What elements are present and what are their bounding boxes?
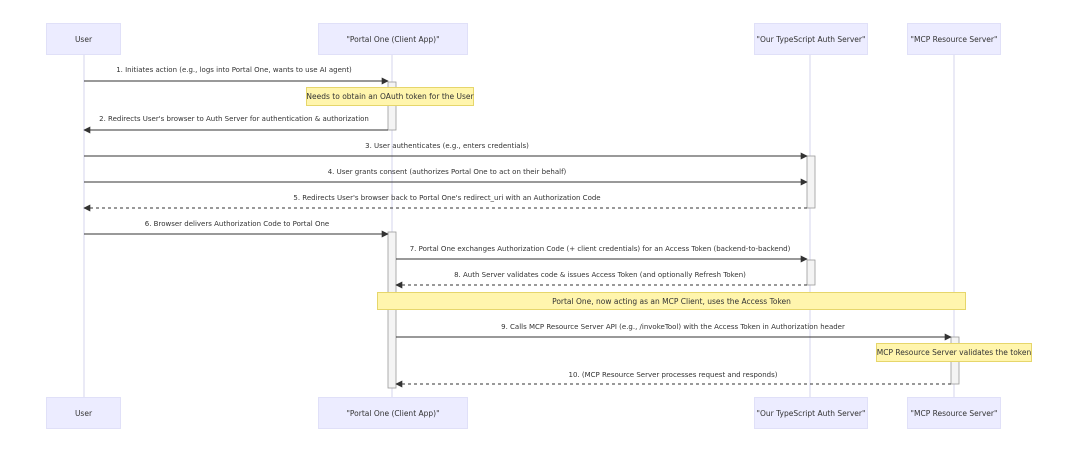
note-validates-token: MCP Resource Server validates the token — [876, 343, 1032, 362]
actor-auth-top: "Our TypeScript Auth Server" — [754, 23, 868, 55]
actor-label: User — [74, 408, 93, 418]
message-label-2: 2. Redirects User's browser to Auth Serv… — [99, 115, 369, 123]
message-label-9: 9. Calls MCP Resource Server API (e.g., … — [501, 323, 845, 331]
actor-mcp-bottom: "MCP Resource Server" — [907, 397, 1001, 429]
message-label-1: 1. Initiates action (e.g., logs into Por… — [116, 66, 352, 74]
message-label-8: 8. Auth Server validates code & issues A… — [454, 271, 746, 279]
actor-user-top: User — [46, 23, 121, 55]
activation-auth-4 — [806, 259, 816, 286]
note-text: MCP Resource Server validates the token — [876, 348, 1032, 357]
note-mcp-client: Portal One, now acting as an MCP Client,… — [377, 292, 966, 310]
note-text: Portal One, now acting as an MCP Client,… — [552, 296, 791, 306]
note-text: Needs to obtain an OAuth token for the U… — [306, 92, 474, 101]
message-label-6: 6. Browser delivers Authorization Code t… — [144, 220, 330, 228]
actor-label: "Our TypeScript Auth Server" — [756, 34, 866, 44]
message-label-5: 5. Redirects User's browser back to Port… — [293, 194, 601, 202]
actor-user-bottom: User — [46, 397, 121, 429]
message-label-7: 7. Portal One exchanges Authorization Co… — [409, 245, 791, 253]
activation-auth-2 — [806, 155, 816, 209]
actor-mcp-top: "MCP Resource Server" — [907, 23, 1001, 55]
actor-label: "MCP Resource Server" — [910, 34, 998, 44]
actor-label: "Our TypeScript Auth Server" — [756, 408, 866, 418]
actor-label: "MCP Resource Server" — [910, 408, 998, 418]
actor-label: User — [74, 34, 93, 44]
message-label-3: 3. User authenticates (e.g., enters cred… — [365, 142, 529, 150]
activation-portal-1 — [387, 81, 397, 131]
actor-label: "Portal One (Client App)" — [346, 408, 440, 418]
message-label-10: 10. (MCP Resource Server processes reque… — [568, 371, 778, 379]
message-label-4: 4. User grants consent (authorizes Porta… — [327, 168, 567, 176]
actor-portal-top: "Portal One (Client App)" — [318, 23, 468, 55]
actor-auth-bottom: "Our TypeScript Auth Server" — [754, 397, 868, 429]
actor-portal-bottom: "Portal One (Client App)" — [318, 397, 468, 429]
activation-portal-3 — [387, 231, 397, 389]
note-obtain-token: Needs to obtain an OAuth token for the U… — [306, 87, 474, 106]
actor-label: "Portal One (Client App)" — [346, 34, 440, 44]
